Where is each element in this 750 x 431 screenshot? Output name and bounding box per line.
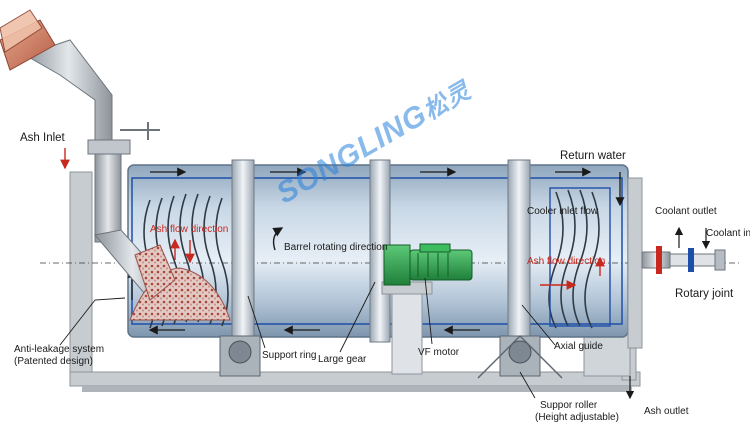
label-vf-motor: VF motor: [418, 347, 460, 358]
label-support-roller-note: (Height adjustable): [535, 412, 619, 423]
label-ash-outlet: Ash outlet: [644, 406, 689, 417]
label-return-water: Return water: [560, 150, 626, 162]
rotary-joint: [625, 177, 726, 400]
label-ash-flow-direction-right: Ash flow direction: [527, 256, 606, 267]
label-support-ring: Support ring: [262, 350, 317, 361]
label-large-gear: Large gear: [318, 354, 367, 365]
water-flow-arrows: [127, 167, 625, 335]
support-rollers: [219, 334, 563, 379]
label-rotary-joint: Rotary joint: [675, 288, 734, 300]
label-barrel-rotating-direction: Barrel rotating direction: [284, 242, 388, 253]
vf-motor: [383, 243, 473, 286]
base-frame: [69, 171, 641, 392]
label-anti-leakage-patent: (Patented design): [14, 356, 93, 367]
label-ash-inlet: Ash Inlet: [20, 132, 65, 144]
right-cooling-fins: [548, 187, 611, 329]
leader-lines: [59, 277, 556, 399]
label-cooler-inlet-flow: Cooler inlet flow: [527, 206, 599, 217]
label-ash-flow-direction-left: Ash flow direction: [150, 224, 229, 235]
label-coolant-inlet: Coolant inlet: [706, 228, 750, 239]
label-anti-leakage-system: Anti-leakage system: [14, 344, 105, 355]
label-support-roller: Suppor roller: [540, 400, 598, 411]
ash-flow-arrows: [170, 227, 605, 290]
label-axial-guide: Axial guide: [554, 341, 603, 352]
ash-pile: [129, 244, 231, 321]
label-coolant-outlet: Coolant outlet: [655, 206, 717, 217]
